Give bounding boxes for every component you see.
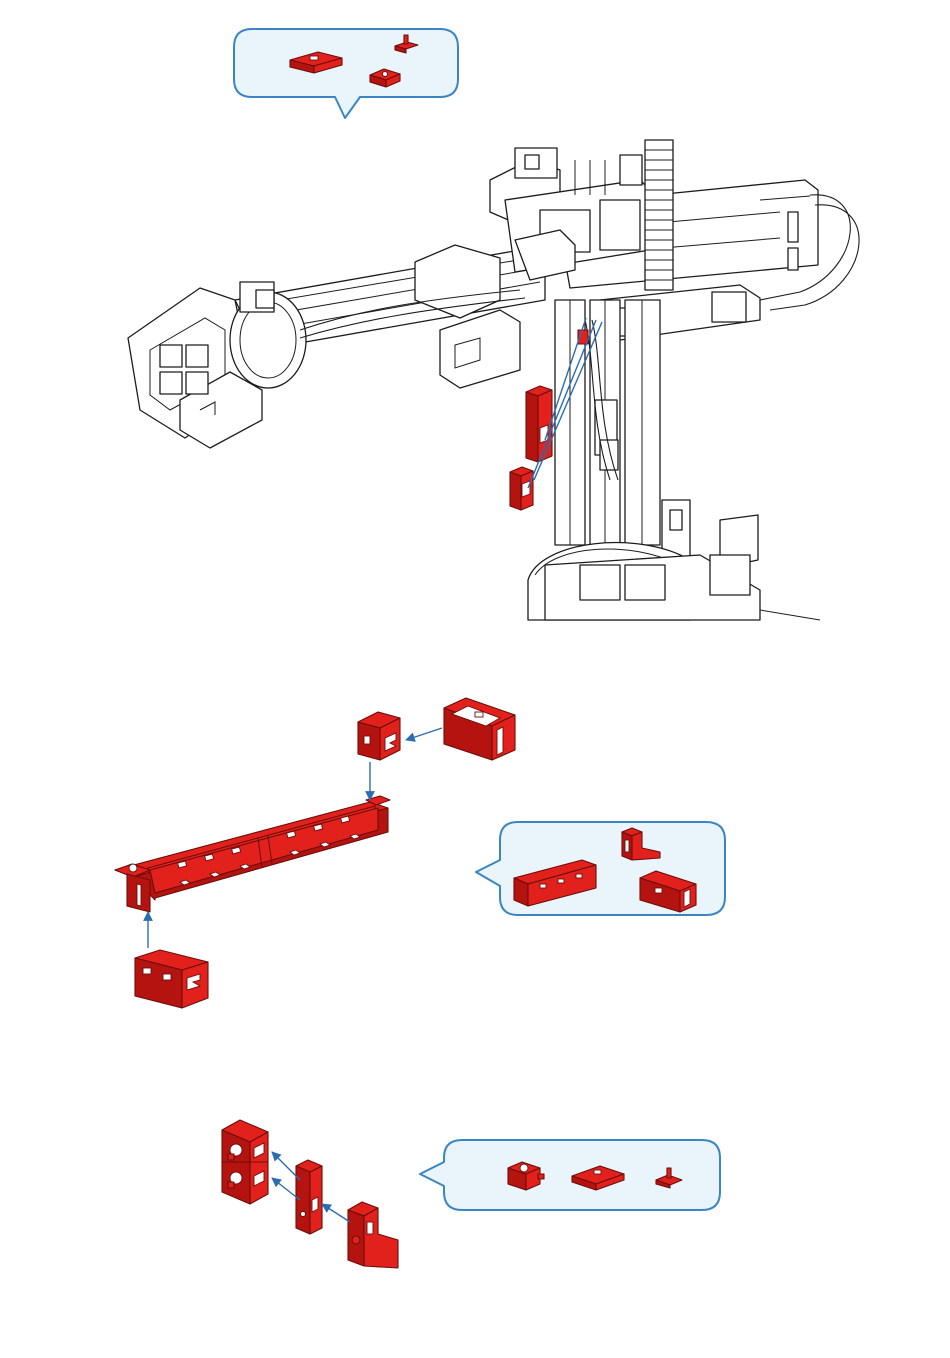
step-2-arrow-right: [406, 728, 442, 740]
red-angle-block-bottom: [348, 1202, 398, 1268]
step-1-parts-callout: [234, 29, 458, 118]
red-block-with-bores: [222, 1120, 268, 1204]
callout-bubble: [420, 1140, 720, 1210]
step-3-parts-callout: [420, 1140, 720, 1210]
robot-arm-illustration: [128, 140, 859, 620]
red-building-block-middle: [296, 1160, 322, 1234]
step-1: [128, 29, 859, 620]
callout-bubble: [234, 29, 458, 118]
step-3: [222, 1120, 720, 1268]
step-2: [115, 698, 725, 1008]
red-building-block-top: [358, 712, 400, 760]
red-angle-block: [510, 467, 533, 510]
red-angle-box-top: [444, 698, 515, 760]
step-3-arrow-3: [322, 1204, 350, 1222]
red-building-block-tall: [526, 386, 552, 462]
red-rail-assembly: [115, 796, 390, 912]
step-2-parts-callout: [476, 822, 725, 915]
red-angle-bracket-bottom: [135, 950, 208, 1008]
